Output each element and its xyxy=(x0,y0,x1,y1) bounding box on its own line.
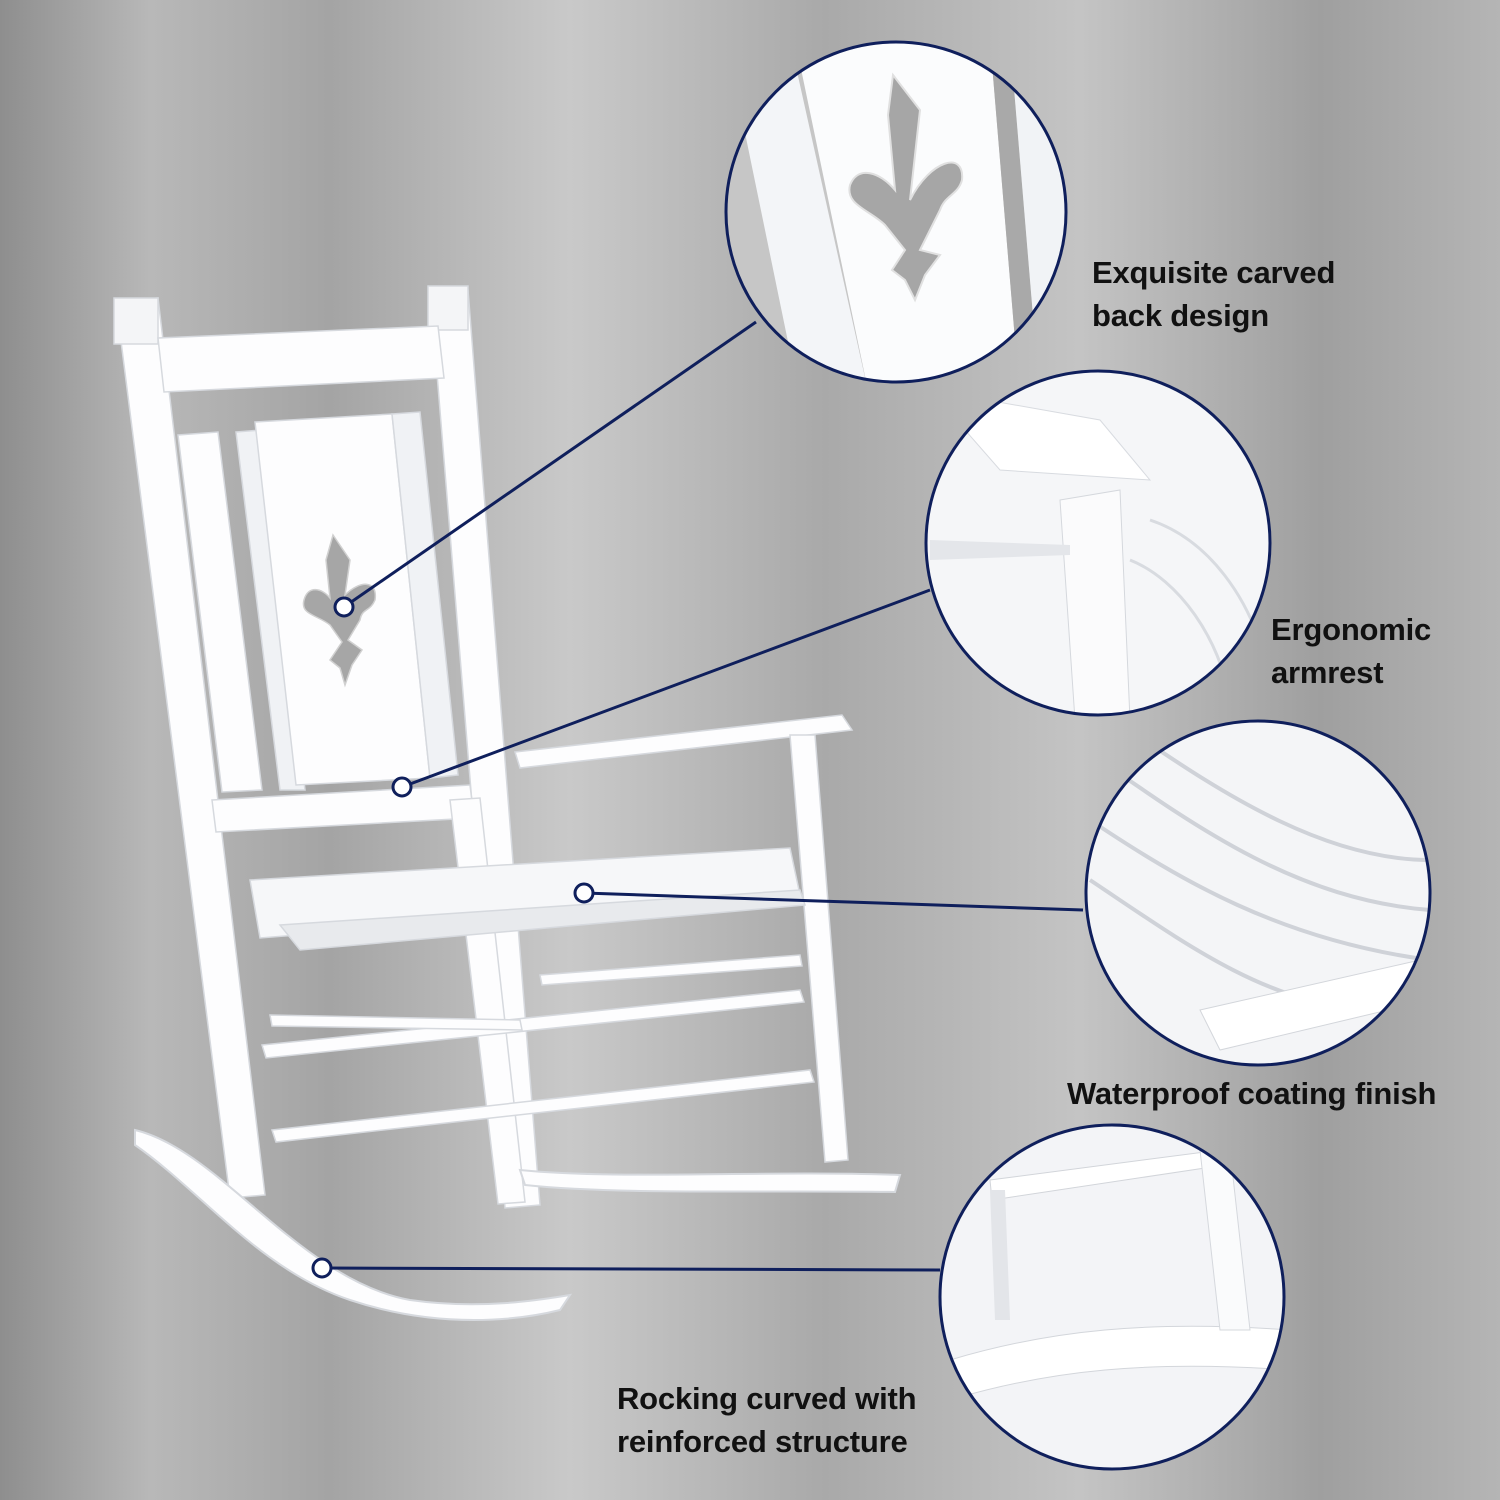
zoom-rocker xyxy=(940,1125,1284,1469)
feature-label-armrest: Ergonomic armrest xyxy=(1271,608,1431,694)
label-line: Rocking curved with xyxy=(617,1381,917,1416)
zoom-seat-slats xyxy=(1086,721,1430,1065)
label-line: Ergonomic xyxy=(1271,612,1432,647)
zoom-armrest xyxy=(926,371,1270,715)
callout-leaders xyxy=(311,320,1084,1279)
label-line: reinforced structure xyxy=(617,1424,908,1459)
zoom-carved-back xyxy=(726,42,1066,382)
callout-dot-seat xyxy=(573,882,595,904)
feature-label-coating: Waterproof coating finish xyxy=(1067,1072,1436,1115)
label-line: back design xyxy=(1092,298,1269,333)
callout-dot-rocker xyxy=(311,1257,333,1279)
feature-label-rocker: Rocking curved with reinforced structure xyxy=(617,1377,917,1463)
label-line: Waterproof coating finish xyxy=(1067,1076,1437,1111)
rocking-chair xyxy=(113,285,902,1321)
callout-dot-back xyxy=(333,596,355,618)
feature-label-carved-back: Exquisite carved back design xyxy=(1092,251,1335,337)
label-line: Exquisite carved xyxy=(1092,255,1336,290)
callout-dot-armrest xyxy=(391,776,413,798)
label-line: armrest xyxy=(1271,655,1384,690)
